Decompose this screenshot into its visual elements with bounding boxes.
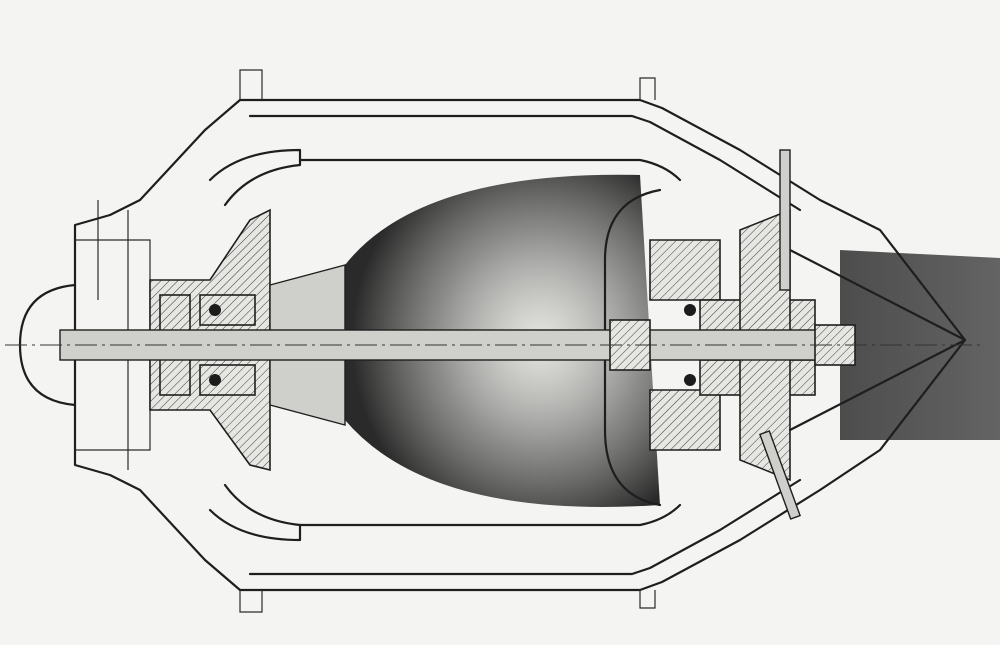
tail-cone bbox=[788, 248, 967, 432]
fuel-injector-pipes bbox=[759, 149, 801, 520]
